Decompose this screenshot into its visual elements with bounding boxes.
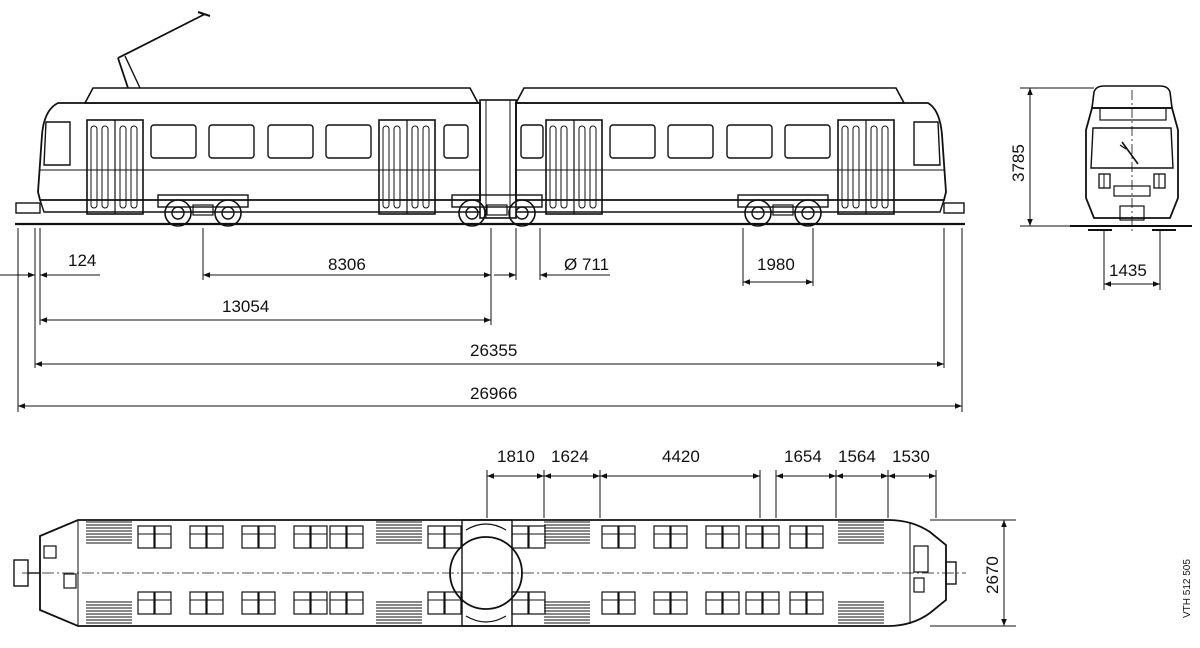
end-view [1070, 85, 1192, 234]
end-dimension-lines [1020, 87, 1161, 290]
dim-bogie-wheelbase: 1980 [757, 255, 795, 274]
drawing-reference: VTH 512 505 [1182, 559, 1193, 618]
side-view [15, 11, 965, 227]
dim-length-over-couplers: 26966 [470, 384, 517, 403]
dim-segment-4: 1654 [784, 447, 822, 466]
dim-segment-5: 1564 [838, 447, 876, 466]
pantograph [117, 11, 211, 89]
dim-segment-3: 4420 [662, 447, 700, 466]
dim-overhang: 124 [68, 251, 96, 270]
dim-half-length: 13054 [222, 297, 269, 316]
dim-wheel-diameter: Ø 711 [564, 255, 609, 274]
dim-track-gauge: 1435 [1109, 261, 1147, 280]
dim-height: 3785 [1009, 144, 1028, 182]
dim-segment-1: 1810 [497, 447, 535, 466]
dim-bogie-pivot-distance: 8306 [328, 255, 366, 274]
plan-view [13, 519, 966, 627]
dim-width: 2670 [983, 556, 1002, 594]
dim-length-over-body: 26355 [470, 341, 517, 360]
plan-dimension-lines [486, 470, 1016, 627]
dim-segment-2: 1624 [551, 447, 589, 466]
side-dimension-lines [0, 228, 963, 412]
dim-segment-6: 1530 [892, 447, 930, 466]
